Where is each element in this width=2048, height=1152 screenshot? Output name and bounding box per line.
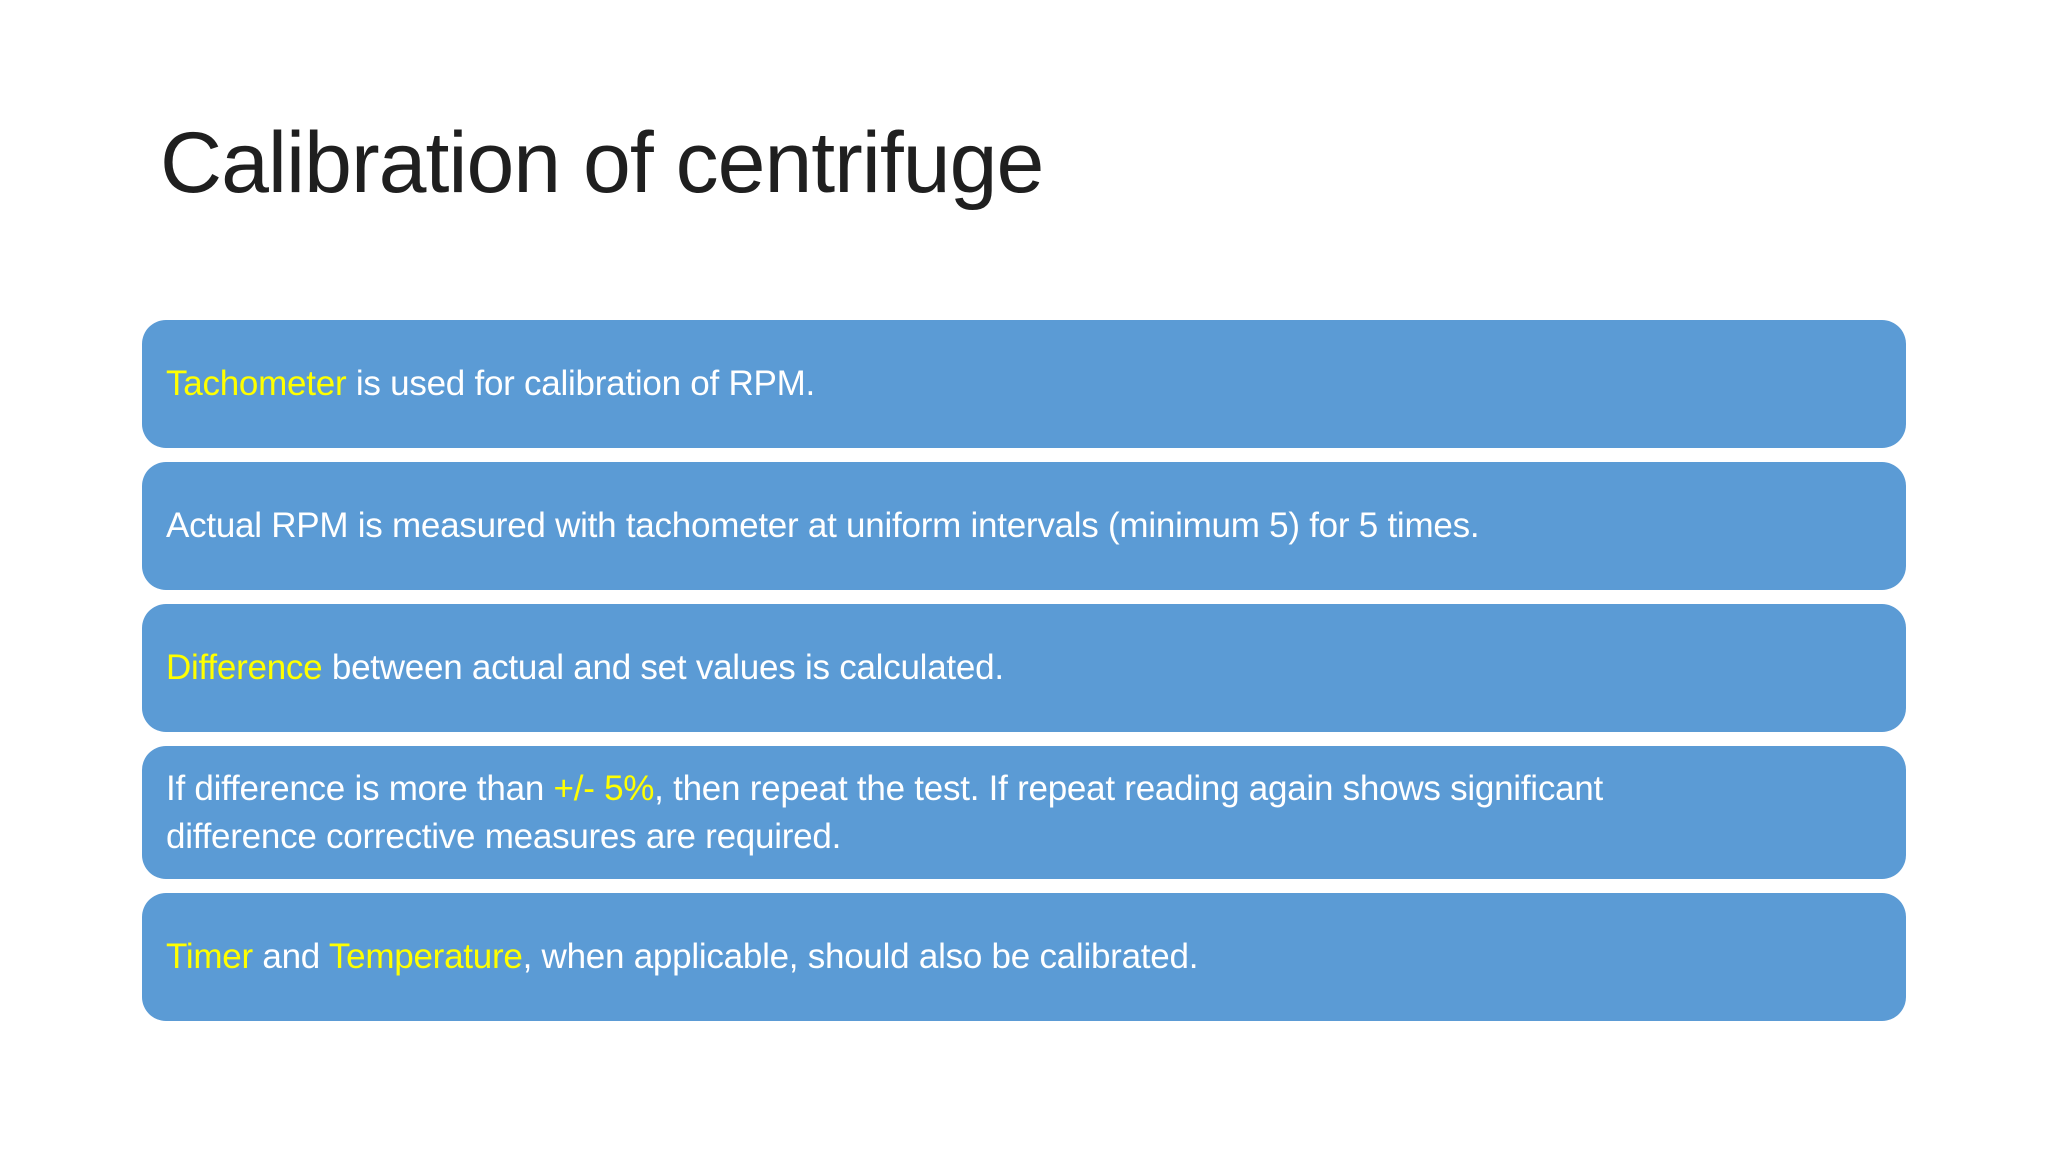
highlight-text: Tachometer xyxy=(166,364,347,404)
highlight-text: Difference xyxy=(166,648,323,688)
body-text: between actual and set values is calcula… xyxy=(322,648,1004,688)
list-item: Actual RPM is measured with tachometer a… xyxy=(142,462,1906,590)
body-text: Actual RPM is measured with tachometer a… xyxy=(166,506,1480,546)
list-item-text: If difference is more than +/- 5%, then … xyxy=(166,765,1603,860)
list-item-text: Tachometer is used for calibration of RP… xyxy=(166,360,815,407)
list-item-text: Difference between actual and set values… xyxy=(166,644,1004,691)
list-item: Timer and Temperature, when applicable, … xyxy=(142,893,1906,1021)
body-text: , then repeat the test. If repeat readin… xyxy=(166,769,1603,856)
body-text: and xyxy=(252,937,329,977)
list-item-text: Timer and Temperature, when applicable, … xyxy=(166,933,1198,980)
highlight-text: +/- 5% xyxy=(553,769,655,809)
list-item: If difference is more than +/- 5%, then … xyxy=(142,746,1906,879)
body-text: is used for calibration of RPM. xyxy=(346,364,815,404)
body-text: , when applicable, should also be calibr… xyxy=(522,937,1199,977)
highlight-text: Timer xyxy=(166,937,253,977)
list-item: Tachometer is used for calibration of RP… xyxy=(142,320,1906,448)
page-title: Calibration of centrifuge xyxy=(160,115,1044,211)
list-item: Difference between actual and set values… xyxy=(142,604,1906,732)
body-text: If difference is more than xyxy=(166,769,554,809)
list-item-text: Actual RPM is measured with tachometer a… xyxy=(166,502,1480,549)
callout-list: Tachometer is used for calibration of RP… xyxy=(142,320,1906,1021)
highlight-text: Temperature xyxy=(328,937,523,977)
